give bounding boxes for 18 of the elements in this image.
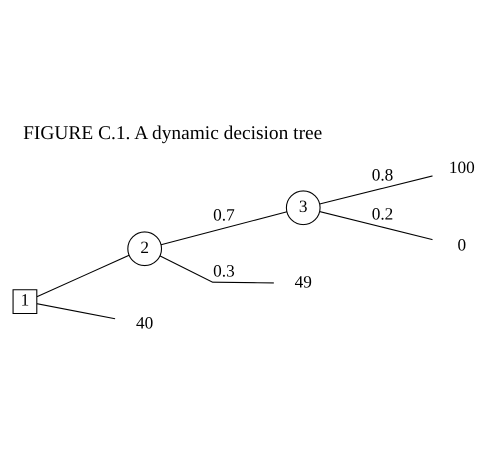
node-text: 49 [294, 272, 312, 292]
node-circle: 2 [127, 231, 162, 266]
connector [160, 211, 287, 246]
edge-label: 0.2 [372, 204, 394, 224]
node-text: 100 [448, 158, 475, 178]
edge-label: 0.7 [213, 205, 235, 224]
connector [36, 254, 130, 298]
edge-label: 0.3 [213, 262, 235, 281]
connector [319, 211, 433, 240]
connector [319, 175, 433, 204]
node-box: 1 [12, 289, 38, 314]
connector [36, 303, 116, 320]
node-text: 0 [457, 236, 466, 255]
diagram-title: FIGURE C.1. A dynamic decision tree [23, 123, 322, 144]
connector [160, 255, 274, 284]
edge-label: 0.8 [372, 166, 394, 185]
node-circle: 3 [286, 190, 321, 226]
node-text: 40 [136, 313, 154, 332]
